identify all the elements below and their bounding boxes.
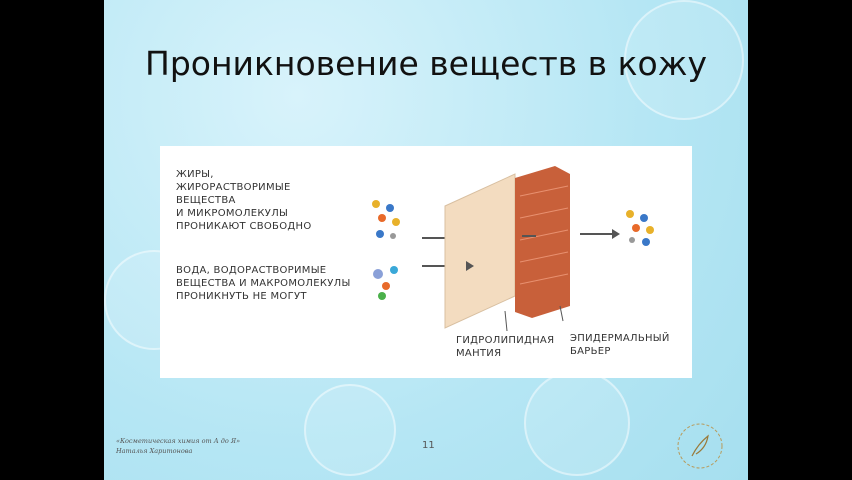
- text-line: проникнуть не могут: [176, 291, 307, 302]
- text-line: жирорастворимые: [176, 182, 291, 193]
- text-line: вещества: [176, 195, 236, 206]
- slide-title: Проникновение веществ в кожу: [145, 44, 707, 83]
- text-line: и микромолекулы: [176, 208, 289, 219]
- studio-logo-icon: [677, 423, 723, 469]
- text-line: Гидролипидная: [456, 335, 555, 346]
- footer-author: Наталья Харитонова: [116, 447, 193, 455]
- decor-bubble: [524, 370, 630, 476]
- text-line: Эпидермальный: [570, 333, 670, 344]
- water-text: вода, водорастворимые вещества и макромо…: [176, 264, 351, 303]
- lipids-text: Жиры, жирорастворимые вещества и микромо…: [176, 168, 312, 233]
- molecules-large: [373, 266, 398, 300]
- text-line: проникают свободно: [176, 221, 312, 232]
- text-line: мантия: [456, 348, 502, 359]
- text-line: барьер: [570, 346, 611, 357]
- label-mantle: Гидролипидная мантия: [456, 334, 554, 360]
- decor-bubble: [304, 384, 396, 476]
- hydrolipid-mantle: [444, 173, 516, 329]
- text-line: Жиры,: [176, 169, 214, 180]
- slide: Проникновение веществ в кожу Жиры, жирор…: [104, 0, 748, 480]
- label-barrier: Эпидермальный барьер: [570, 332, 670, 358]
- footer-course: «Косметическая химия от А до Я»: [116, 437, 241, 445]
- page-number: 11: [422, 440, 435, 451]
- molecules-small: [372, 200, 400, 239]
- molecules-passed: [626, 210, 654, 246]
- diagram-graphic: [372, 166, 654, 332]
- text-line: вещества и макромолекулы: [176, 278, 351, 289]
- footer-credit: «Косметическая химия от А до Я» Наталья …: [116, 436, 240, 456]
- decor-bubble: [624, 0, 744, 120]
- epidermal-barrier: [515, 166, 570, 318]
- text-line: вода, водорастворимые: [176, 265, 327, 276]
- skin-penetration-diagram: Жиры, жирорастворимые вещества и микромо…: [160, 146, 692, 378]
